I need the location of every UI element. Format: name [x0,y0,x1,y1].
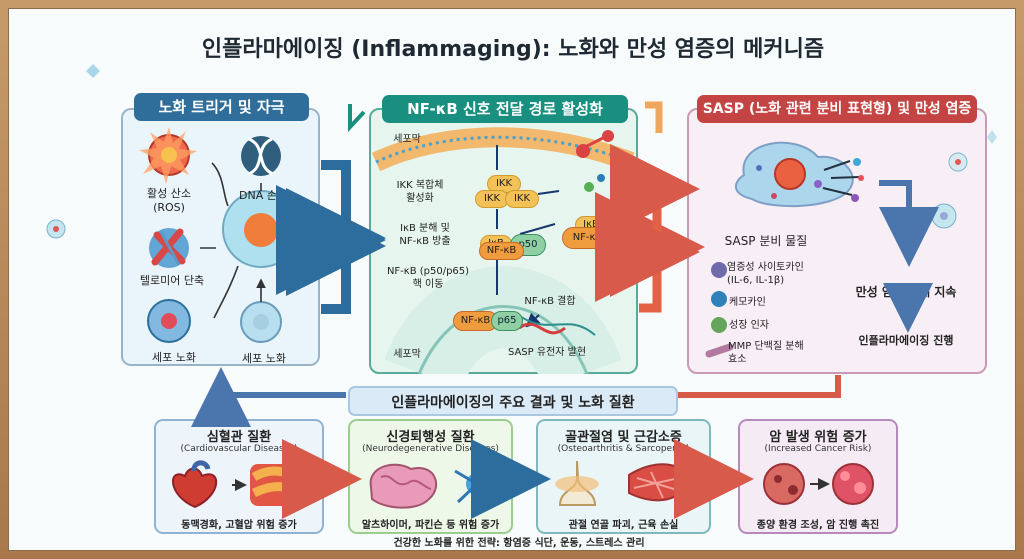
footer-strategy: 건강한 노화를 위한 전략: 항염증 식단, 운동, 스트레스 관리 [393,538,645,549]
cardiovascular-caption: 동맥경화, 고혈압 위험 증가 [181,520,297,531]
sasp-item-mmp: MMP 단백질 분해 효소 [728,341,804,365]
sasp-gene-expression-label: SASP 유전자 발현 [507,347,587,358]
cardiovascular-title: 심혈관 질환 [206,430,272,445]
ikb-release-label: IκB 분해 및 NF-κB 방출 [399,223,451,247]
nfkb-pathway-header: NF-κB 신호 전달 경로 활성화 [382,95,628,123]
sasp-item-growth-factors: 성장 인자 [729,320,769,331]
cancer-risk-subtitle: (Increased Cancer Risk) [764,444,872,454]
osteoarthritis-title: 골관절염 및 근감소증 [565,430,682,445]
telomere-shortening-label: 텔로미어 단축 [139,274,205,287]
nuclear-p65-pill: p65 [491,311,523,331]
aging-triggers-header: 노화 트리거 및 자극 [134,93,309,121]
neurodegenerative-title: 신경퇴행성 질환 [386,430,475,445]
osteoarthritis-subtitle: (Osteoarthritis & Sarcopenia) [557,444,690,454]
sasp-item-chemokines: 케모카인 [729,297,766,308]
diagram-canvas: 인플라마에이징 (Inflammaging): 노화와 만성 염증의 메커니즘 … [8,8,1016,551]
cancer-risk-title: 암 발생 위험 증가 [769,430,867,445]
tumor-cell-illustration [763,463,874,505]
nfkb-binding-label: NF-κB 결합 [524,296,576,307]
nucleus-label: 세포막 [393,349,421,360]
neurodegenerative-caption: 알츠하이머, 파킨슨 등 위험 증가 [361,520,500,531]
cell-aging-label-right: 세포 노화 [242,352,286,365]
cancer-risk-caption: 종양 환경 조성, 암 진행 촉진 [756,520,880,531]
cancer-risk-card: 암 발생 위험 증가 (Increased Cancer Risk) 종양 환경… [738,419,898,534]
diagram-title: 인플라마에이징 (Inflammaging): 노화와 만성 염증의 메커니즘 [201,37,825,62]
cell-membrane-label: 세포막 [393,134,421,145]
flow-arrows [191,101,939,519]
sasp-item-cytokines: 염증성 사이토카인 (IL-6, IL-1β) [727,262,804,286]
cell-aging-label-left: 세포 노화 [152,351,196,364]
inflammaging-progress-label: 인플라마에이징 진행 [858,334,954,347]
neurodegenerative-subtitle: (Neurodegenerative Diseases) [362,444,499,454]
dna-damage-label: DNA 손상 [239,189,287,202]
nfkb-pill: NF-κB [479,242,524,260]
senescent-cell-illustration [735,141,864,208]
ikk-complex-label: IKK 복합체 활성화 [396,180,444,204]
ikk-left-pill: IKK [475,190,509,208]
ikk-right-pill: IKK [505,190,539,208]
osteoarthritis-caption: 관절 연골 파괴, 근육 손실 [568,520,679,531]
cardiovascular-subtitle: (Cardiovascular Diseases) [180,444,298,454]
sasp-inflammation-header: SASP (노화 관련 분비 표현형) 및 만성 염증 [697,95,977,123]
nuclear-move-label: NF-κB (p50/p65) 핵 이동 [386,266,470,290]
results-header: 인플라마에이징의 주요 결과 및 노화 질환 [348,386,678,416]
sasp-secretions-icons [705,262,734,358]
sasp-section-title: SASP 분비 물질 [724,234,808,248]
ros-label: 활성 산소 (ROS) [147,187,191,214]
